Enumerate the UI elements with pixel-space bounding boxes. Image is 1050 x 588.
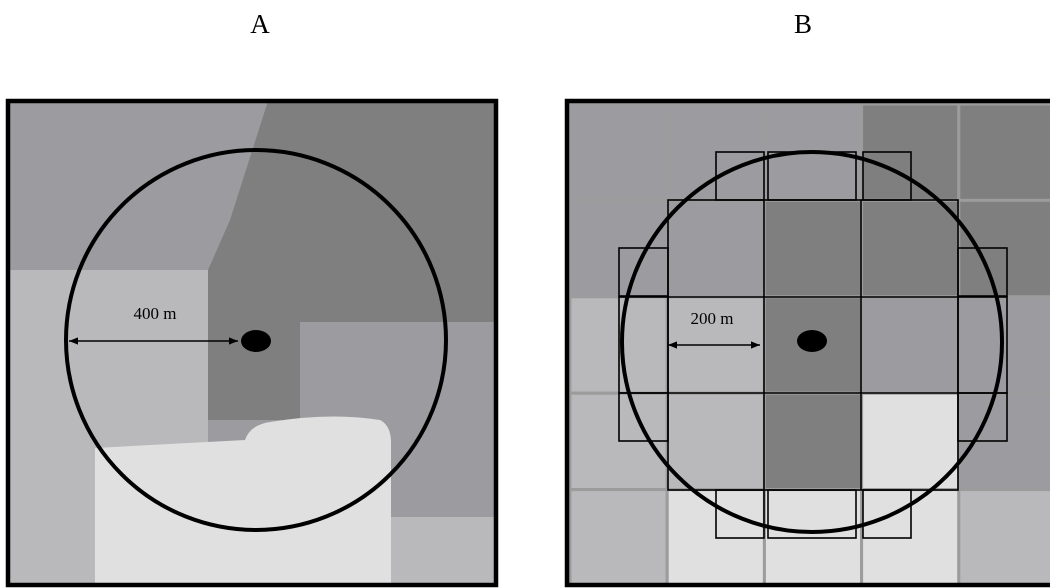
overlay-cell	[957, 247, 1008, 297]
grid-cell	[957, 102, 1050, 202]
radius-label-a: 400 m	[134, 304, 177, 323]
grid-cell	[568, 488, 669, 585]
panel-b: 200 m	[564, 98, 1050, 588]
panel-a: 400 m	[5, 98, 499, 588]
panel-a-frame	[5, 98, 499, 588]
panel-b-frame	[564, 98, 1050, 588]
grid-cell	[957, 295, 1050, 395]
panel-b-title: B	[794, 9, 812, 39]
center-point-b	[797, 330, 827, 352]
region-dark	[208, 101, 496, 420]
grid-cell	[860, 295, 961, 395]
grid-cell	[860, 391, 961, 492]
grid-cell	[762, 391, 864, 492]
region-light-corner	[391, 517, 496, 585]
grid-cell	[860, 198, 961, 299]
panel-a-title: A	[250, 9, 270, 39]
grid-cell	[568, 102, 669, 202]
overlay-cells	[618, 151, 1008, 539]
overlay-cell	[957, 392, 1008, 442]
overlay-cell	[715, 489, 765, 539]
region-light	[8, 270, 208, 585]
region-pale	[95, 416, 391, 585]
center-point-a	[241, 330, 271, 352]
grid-cell	[665, 198, 766, 299]
overlay-cell	[618, 392, 669, 442]
buffer-circle-a	[64, 148, 448, 532]
overlay-cell	[862, 489, 912, 539]
overlay-cell	[767, 489, 857, 539]
buffer-circle-b	[620, 150, 1004, 534]
grid-cell	[665, 391, 766, 492]
radius-label-b: 200 m	[691, 309, 734, 328]
overlay-cell	[618, 247, 669, 297]
grid-cell	[762, 198, 864, 299]
grid-cell	[957, 488, 1050, 585]
